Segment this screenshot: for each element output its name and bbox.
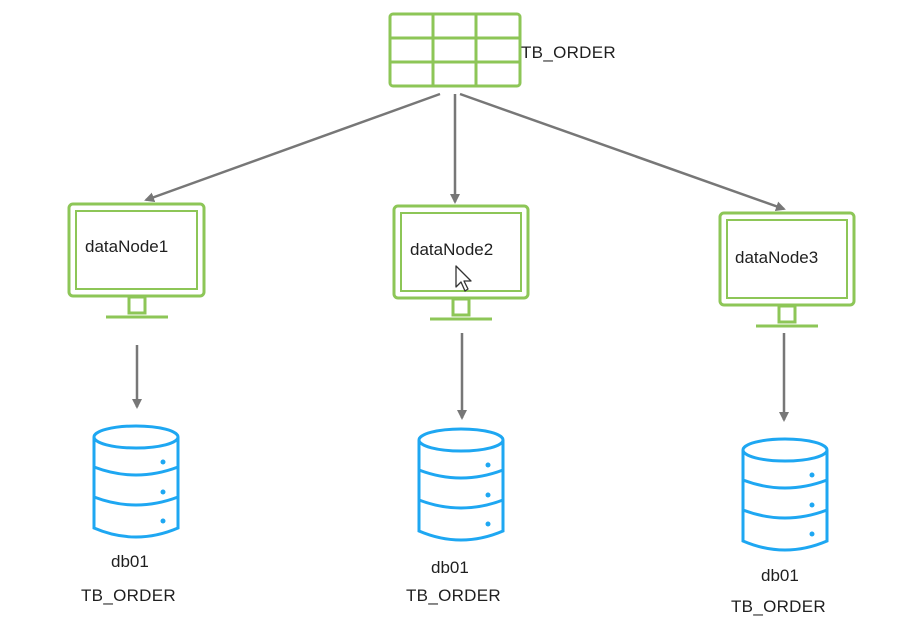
db3-name: db01 xyxy=(761,566,799,585)
source-table-label: TB_ORDER xyxy=(521,43,616,62)
db2-table: TB_ORDER xyxy=(406,586,501,605)
datanode3: dataNode3 xyxy=(718,211,856,328)
table-grid-icon xyxy=(388,12,522,88)
db2-name: db01 xyxy=(431,558,469,577)
node-to-db-arrows xyxy=(132,333,789,422)
database-icon xyxy=(92,424,180,539)
distribution-arrows xyxy=(144,92,786,212)
database-icon xyxy=(417,427,505,542)
arrow-to-datanode1 xyxy=(144,92,441,202)
monitor-icon xyxy=(392,204,530,321)
datanode1-label: dataNode1 xyxy=(85,237,168,256)
mouse-pointer-icon xyxy=(455,265,472,292)
datanode1: dataNode1 xyxy=(67,202,206,319)
database-icon xyxy=(741,437,829,552)
db1-table: TB_ORDER xyxy=(81,586,176,605)
db3-table: TB_ORDER xyxy=(731,597,826,616)
arrow-to-datanode3 xyxy=(459,92,786,212)
datanode2-label: dataNode2 xyxy=(410,240,493,259)
datanode3-label: dataNode3 xyxy=(735,248,818,267)
monitor-icon xyxy=(718,211,856,328)
datanode2: dataNode2 xyxy=(392,204,530,321)
monitor-icon xyxy=(67,202,206,319)
db1-name: db01 xyxy=(111,552,149,571)
